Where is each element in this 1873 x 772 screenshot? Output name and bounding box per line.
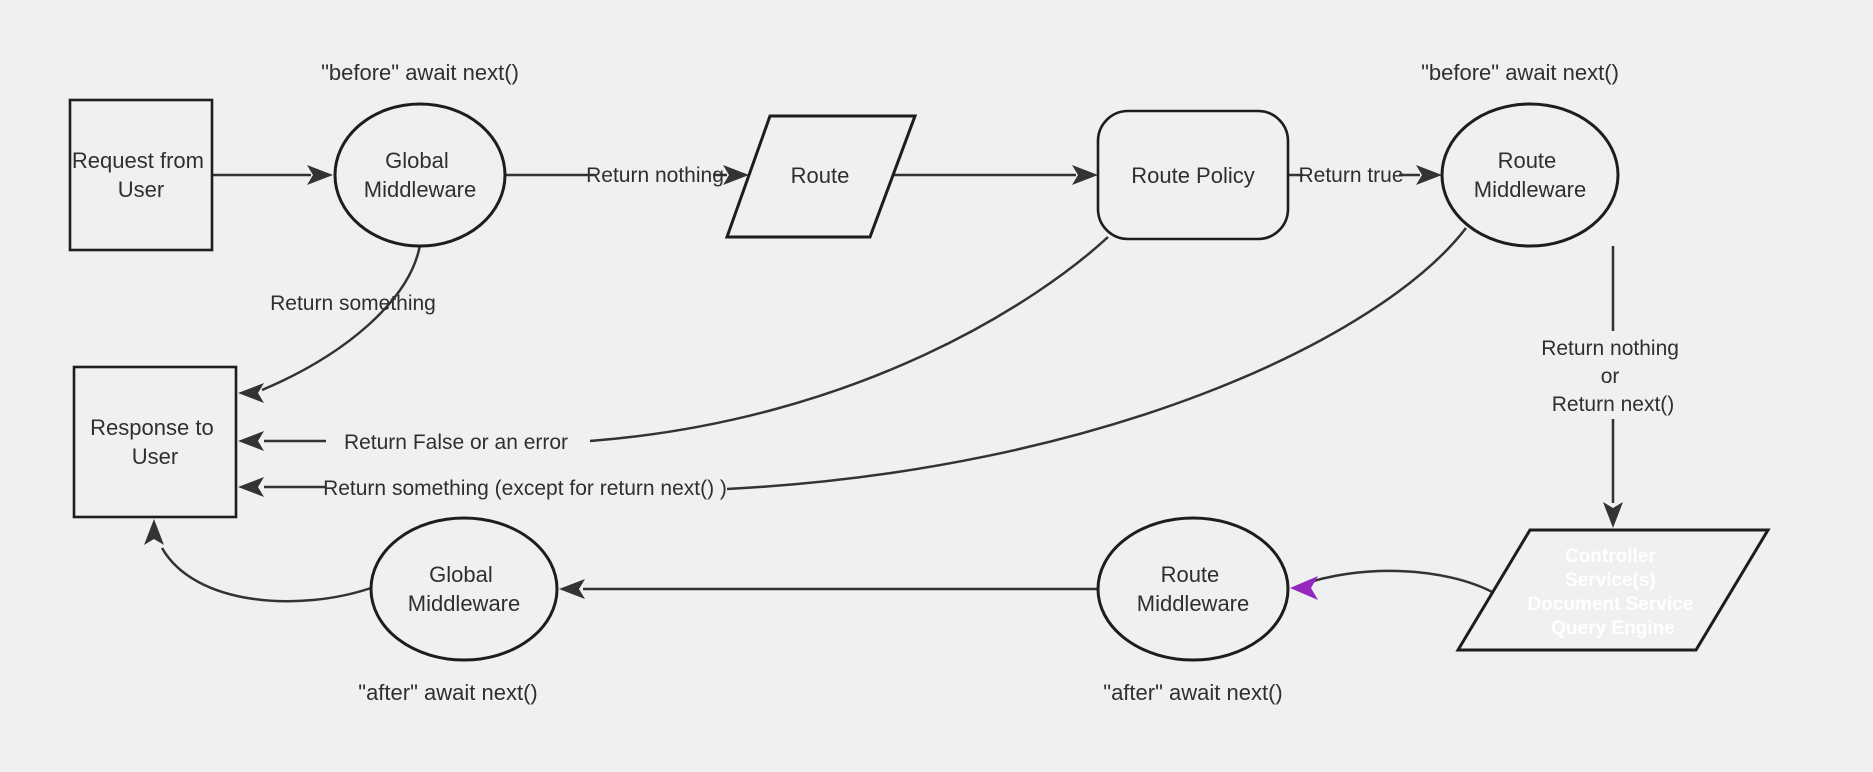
- edge-request-to-global-middleware: [212, 165, 333, 185]
- edge-global-middleware-bottom-to-response: [144, 519, 372, 603]
- route-middleware-bottom-label-line1: Route: [1161, 562, 1220, 587]
- global-middleware-bottom-label-line1: Global: [429, 562, 493, 587]
- node-route: Route: [724, 114, 918, 239]
- controller-label-line3: Document Service: [1527, 594, 1693, 615]
- route-label: Route: [791, 163, 850, 188]
- global-middleware-top-label-line2: Middleware: [364, 177, 477, 202]
- edge-route-middleware-to-controller: [1603, 246, 1623, 528]
- route-policy-label: Route Policy: [1131, 163, 1255, 188]
- svg-text:Route Middleware: Route Middleware: [1474, 148, 1587, 202]
- node-request-from-user: Request from User: [68, 98, 214, 252]
- edge-label-return-nothing: Return nothing: [586, 164, 724, 187]
- edge-label-return-true: Return true: [1298, 164, 1403, 187]
- node-response-to-user: Response to User: [72, 365, 238, 519]
- node-route-middleware-top: Route Middleware: [1440, 102, 1620, 248]
- annotation-after-await-left: "after" await next(): [358, 680, 537, 705]
- edge-route-middleware-to-response: [238, 227, 1467, 497]
- request-box-label-line1: Request from: [72, 148, 204, 173]
- edge-controller-to-route-middleware-bottom: [1290, 569, 1495, 600]
- global-middleware-bottom-label-line2: Middleware: [408, 591, 521, 616]
- route-middleware-bottom-label-line2: Middleware: [1137, 591, 1250, 616]
- edge-label-return-nothing-or-line3: Return next(): [1552, 393, 1675, 416]
- svg-text:Response to User: Response to User: [90, 415, 220, 469]
- node-route-middleware-bottom: Route Middleware: [1096, 516, 1290, 662]
- node-controller-services: Controller Service(s) Document Service Q…: [1455, 528, 1771, 652]
- edge-label-return-something: Return something: [270, 292, 436, 315]
- annotation-before-await-left: "before" await next(): [321, 60, 519, 85]
- svg-text:Route Middleware: Route Middleware: [1137, 562, 1250, 616]
- controller-label-line2: Service(s): [1565, 570, 1656, 591]
- edge-label-return-something-except: Return something (except for return next…: [323, 477, 727, 500]
- svg-text:Request from User: Request from User: [72, 148, 210, 202]
- annotation-after-await-right: "after" await next(): [1103, 680, 1282, 705]
- route-middleware-top-label-line2: Middleware: [1474, 177, 1587, 202]
- annotation-before-await-right: "before" await next(): [1421, 60, 1619, 85]
- edge-label-return-nothing-or-line2: or: [1601, 365, 1620, 388]
- node-route-policy: Route Policy: [1096, 109, 1290, 241]
- controller-label-line4: Query Engine: [1551, 618, 1675, 639]
- route-middleware-top-label-line1: Route: [1498, 148, 1557, 173]
- request-box-label-line2: User: [118, 177, 164, 202]
- edge-label-return-nothing-or-line1: Return nothing: [1541, 337, 1679, 360]
- svg-text:Global Middleware: Global Middleware: [408, 562, 521, 616]
- response-box-label-line2: User: [132, 444, 178, 469]
- response-box-label-line1: Response to: [90, 415, 214, 440]
- edge-label-return-false-or-error: Return False or an error: [344, 431, 568, 454]
- edge-route-to-route-policy: [893, 165, 1098, 185]
- edge-route-middleware-bottom-to-global-middleware-bottom: [559, 579, 1098, 599]
- node-global-middleware-bottom: Global Middleware: [369, 516, 559, 662]
- node-global-middleware-top: Global Middleware: [333, 102, 507, 248]
- global-middleware-top-label-line1: Global: [385, 148, 449, 173]
- edge-label-return-nothing-or-next: Return nothing or Return next(): [1541, 337, 1685, 416]
- edge-global-middleware-to-route: [505, 165, 749, 185]
- edge-route-policy-to-route-middleware: [1288, 165, 1442, 185]
- svg-text:Controller Service(s): Controller Service(s) Document Service Q…: [1527, 546, 1698, 639]
- svg-text:Global Middleware: Global Middleware: [364, 148, 477, 202]
- controller-label-line1: Controller: [1565, 546, 1656, 567]
- edge-global-middleware-to-response: [238, 244, 422, 403]
- edge-route-policy-to-response: [238, 236, 1109, 451]
